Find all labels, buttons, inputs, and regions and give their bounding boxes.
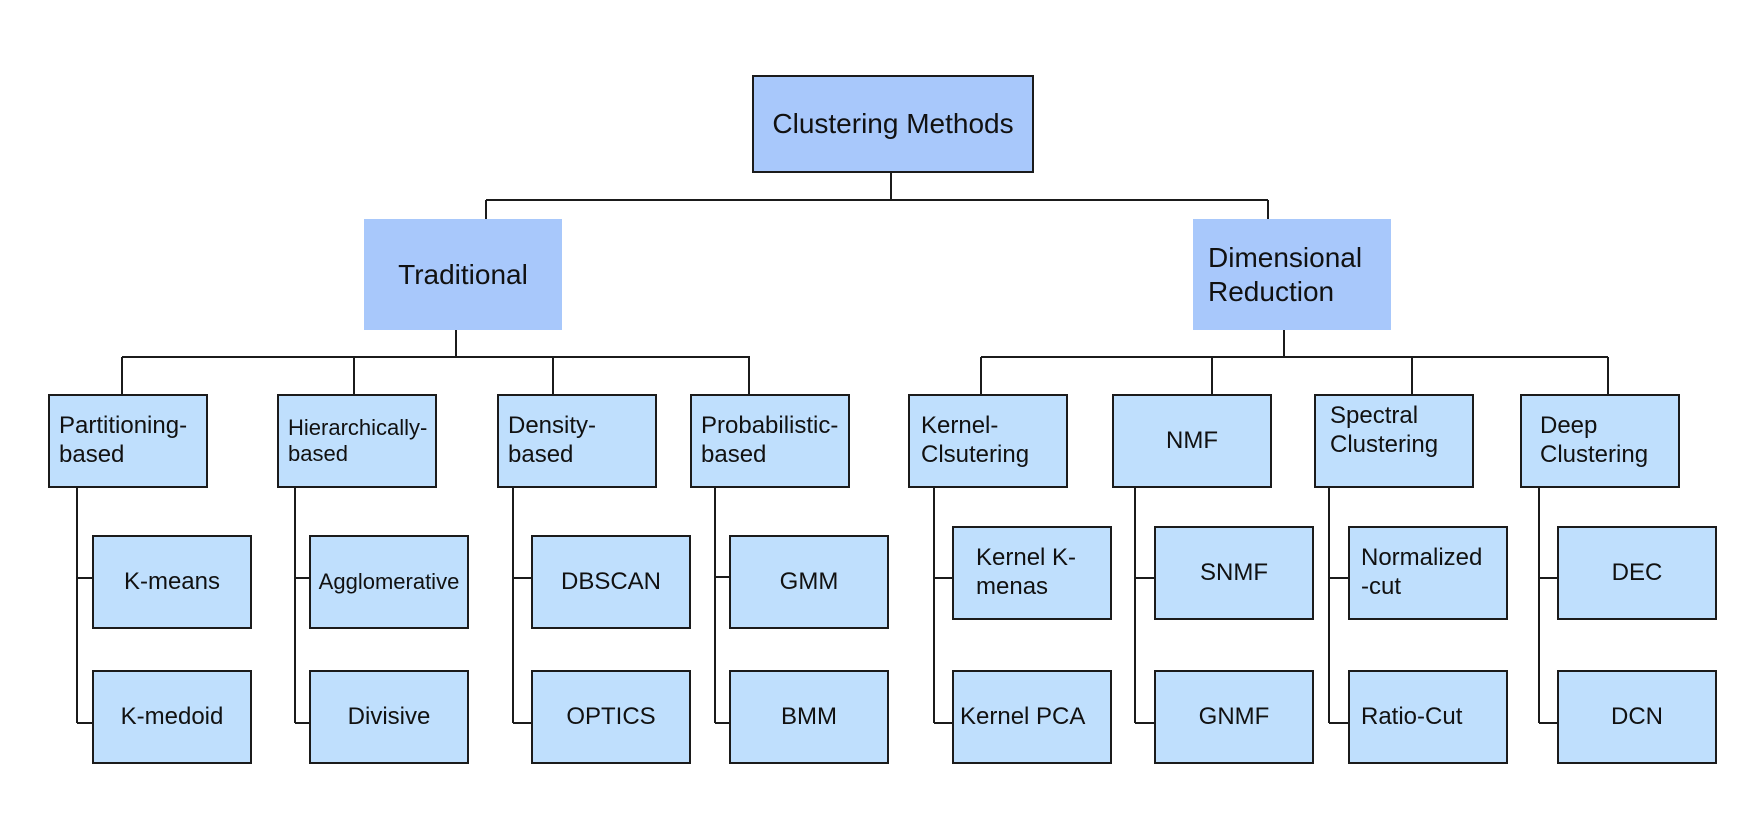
leaf-optics-label: OPTICS xyxy=(566,702,656,730)
group-hierarchical-label: Hierarchically- based xyxy=(288,414,428,466)
leaf-gmm-label: GMM xyxy=(779,567,839,595)
leaf-k-means-label: K-means xyxy=(123,567,221,595)
group-probabilistic-based: Probabilistic- based xyxy=(690,394,850,488)
category-traditional: Traditional xyxy=(364,219,562,330)
root-node: Clustering Methods xyxy=(752,75,1034,173)
category-traditional-label: Traditional xyxy=(398,258,528,290)
leaf-ratio-cut: Ratio-Cut xyxy=(1348,670,1508,764)
leaf-bmm-label: BMM xyxy=(781,702,837,730)
leaf-kernel-k-means-label: Kernel K- menas xyxy=(976,544,1077,600)
group-nmf-label: NMF xyxy=(1166,426,1218,454)
connector-traditional xyxy=(121,330,750,394)
bracket-probabilistic xyxy=(714,488,730,724)
leaf-gnmf-label: GNMF xyxy=(1198,702,1270,730)
leaf-kernel-pca: Kernel PCA xyxy=(952,670,1112,764)
leaf-agglomerative: Agglomerative xyxy=(309,535,469,629)
leaf-optics: OPTICS xyxy=(531,670,691,764)
group-probabilistic-label: Probabilistic- based xyxy=(701,412,839,468)
bracket-kernel xyxy=(933,488,953,724)
bracket-hierarchical xyxy=(294,488,310,724)
group-kernel-label: Kernel- Clsutering xyxy=(921,412,1030,468)
group-nmf: NMF xyxy=(1112,394,1272,488)
category-dimensional-reduction-label: Dimensional Reduction xyxy=(1208,241,1363,307)
leaf-dbscan-label: DBSCAN xyxy=(560,567,662,595)
leaf-divisive: Divisive xyxy=(309,670,469,764)
leaf-dcn: DCN xyxy=(1557,670,1717,764)
group-spectral-clustering: Spectral Clustering xyxy=(1314,394,1474,488)
bracket-spectral xyxy=(1328,488,1349,724)
group-density-based: Density- based xyxy=(497,394,657,488)
leaf-normalized-cut-label: Normalized -cut xyxy=(1361,544,1483,600)
group-deep-label: Deep Clustering xyxy=(1540,412,1649,468)
leaf-ratio-cut-label: Ratio-Cut xyxy=(1361,702,1463,730)
root-label: Clustering Methods xyxy=(772,108,1014,140)
leaf-dec-label: DEC xyxy=(1611,558,1663,586)
leaf-k-medoid: K-medoid xyxy=(92,670,252,764)
group-partitioning-based: Partitioning- based xyxy=(48,394,208,488)
leaf-k-medoid-label: K-medoid xyxy=(120,702,224,730)
group-density-label: Density- based xyxy=(508,412,597,468)
leaf-snmf-label: SNMF xyxy=(1200,558,1268,586)
leaf-kernel-pca-label: Kernel PCA xyxy=(960,702,1086,730)
bracket-partitioning xyxy=(76,488,93,724)
category-dimensional-reduction: Dimensional Reduction xyxy=(1193,219,1391,330)
leaf-gnmf: GNMF xyxy=(1154,670,1314,764)
bracket-nmf xyxy=(1134,488,1155,724)
bracket-density xyxy=(512,488,532,724)
group-partitioning-label: Partitioning- based xyxy=(59,412,188,468)
connector-dimensional xyxy=(980,330,1609,394)
group-spectral-label: Spectral Clustering xyxy=(1330,402,1439,458)
group-kernel-clustering: Kernel- Clsutering xyxy=(908,394,1068,488)
leaf-k-means: K-means xyxy=(92,535,252,629)
leaf-bmm: BMM xyxy=(729,670,889,764)
leaf-normalized-cut: Normalized -cut xyxy=(1348,526,1508,620)
bracket-deep xyxy=(1538,488,1558,724)
leaf-gmm: GMM xyxy=(729,535,889,629)
leaf-agglomerative-label: Agglomerative xyxy=(318,568,460,594)
leaf-snmf: SNMF xyxy=(1154,526,1314,620)
group-hierarchically-based: Hierarchically- based xyxy=(277,394,437,488)
group-deep-clustering: Deep Clustering xyxy=(1520,394,1680,488)
leaf-dec: DEC xyxy=(1557,526,1717,620)
leaf-divisive-label: Divisive xyxy=(347,702,431,730)
leaf-dcn-label: DCN xyxy=(1611,702,1663,730)
leaf-dbscan: DBSCAN xyxy=(531,535,691,629)
leaf-kernel-k-means: Kernel K- menas xyxy=(952,526,1112,620)
connector-root xyxy=(485,173,1269,219)
